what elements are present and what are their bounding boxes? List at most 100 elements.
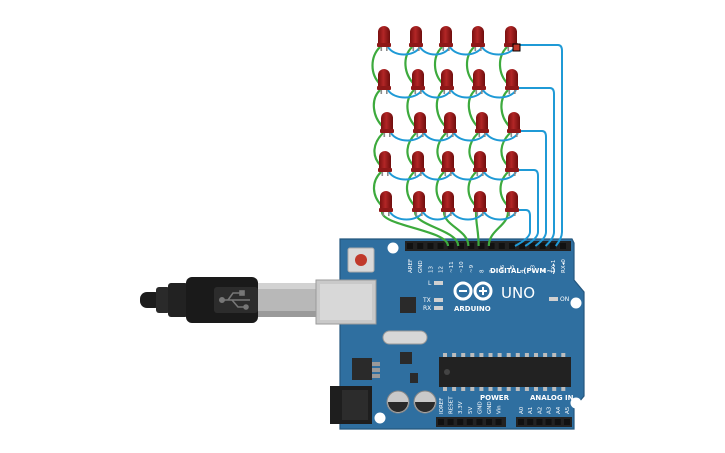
digital-pin-label: ~6	[500, 264, 506, 273]
wires	[371, 44, 563, 247]
red-led[interactable]	[377, 69, 391, 94]
model-label: UNO	[501, 284, 535, 302]
red-led[interactable]	[471, 26, 485, 51]
red-led[interactable]	[473, 151, 487, 176]
power-pin-socket[interactable]	[495, 419, 502, 425]
digital-pin-socket[interactable]	[417, 243, 424, 249]
red-led[interactable]	[441, 151, 455, 176]
analog-pin-socket[interactable]	[536, 419, 543, 425]
red-led[interactable]	[377, 26, 391, 51]
digital-pin-socket[interactable]	[539, 243, 546, 249]
digital-pin-socket[interactable]	[468, 243, 475, 249]
analog-pin-label: A1	[528, 407, 534, 414]
reset-button[interactable]	[347, 247, 375, 273]
digital-pin-label: TX▸1	[551, 260, 557, 274]
power-pin-label: Vin	[497, 405, 503, 414]
digital-pin-socket[interactable]	[478, 243, 485, 249]
analog-pin-socket[interactable]	[527, 419, 534, 425]
arduino-board[interactable]: L TX RX ON ARDUINO UNO DIGITAL (PWM~) PO…	[315, 238, 585, 430]
power-pin-socket[interactable]	[457, 419, 464, 425]
red-led[interactable]	[505, 151, 519, 176]
usb-cable[interactable]	[140, 277, 316, 323]
digital-pin-label: ~3	[530, 264, 536, 273]
power-pin-label: GND	[487, 401, 493, 414]
power-pin-socket[interactable]	[486, 419, 492, 425]
red-led[interactable]	[409, 26, 423, 51]
red-led[interactable]	[412, 191, 426, 216]
digital-pin-socket[interactable]	[437, 243, 444, 249]
digital-pin-socket[interactable]	[519, 243, 526, 249]
digital-pin-socket[interactable]	[458, 243, 464, 249]
red-led[interactable]	[473, 191, 487, 216]
red-led[interactable]	[440, 69, 454, 94]
power-pin-label: GND	[477, 401, 483, 414]
power-pin-socket[interactable]	[466, 419, 473, 425]
analog-header	[516, 417, 572, 427]
on-label: ON	[560, 296, 569, 303]
digital-header-label: DIGITAL (PWM~)	[490, 267, 555, 275]
power-pin-socket[interactable]	[447, 419, 454, 425]
led-l-label: L	[428, 280, 432, 287]
red-led[interactable]	[505, 69, 519, 94]
analog-pin-socket[interactable]	[564, 419, 570, 425]
power-pin-socket[interactable]	[438, 419, 444, 425]
red-led[interactable]	[441, 191, 455, 216]
red-led[interactable]	[380, 112, 394, 137]
red-led[interactable]	[443, 112, 457, 137]
power-pin-label: RESET	[449, 396, 455, 414]
digital-pin-socket[interactable]	[407, 243, 413, 249]
brand-label: ARDUINO	[454, 305, 491, 313]
power-pin-label: IOREF	[439, 398, 445, 414]
red-led[interactable]	[378, 151, 392, 176]
digital-pin-socket[interactable]	[498, 243, 505, 249]
analog-pin-label: A3	[547, 406, 553, 414]
analog-pin-socket[interactable]	[545, 419, 552, 425]
digital-pin-label: AREF	[408, 259, 414, 273]
red-led[interactable]	[505, 191, 519, 216]
digital-pin-socket[interactable]	[560, 243, 566, 249]
analog-pin-label: A2	[537, 407, 543, 414]
mounting-hole	[570, 397, 582, 409]
digital-pin-socket[interactable]	[549, 243, 556, 249]
analog-header-label: ANALOG IN	[530, 394, 574, 402]
analog-pin-label: A4	[556, 406, 562, 414]
digital-pin-label: RX◂0	[561, 259, 567, 273]
red-led[interactable]	[472, 69, 486, 94]
microcontroller-chip	[439, 357, 571, 387]
digital-pin-socket[interactable]	[427, 243, 434, 249]
red-led[interactable]	[413, 112, 427, 137]
digital-pin-label: 13	[428, 266, 434, 273]
analog-pin-socket[interactable]	[518, 419, 524, 425]
crystal	[382, 330, 428, 345]
led-matrix	[377, 26, 521, 216]
red-led[interactable]	[379, 191, 393, 216]
arduino-infinity-logo	[453, 281, 493, 301]
rx-label: RX	[423, 305, 431, 312]
red-led[interactable]	[507, 112, 521, 137]
analog-pin-label: A0	[519, 406, 525, 414]
tx-label: TX	[422, 297, 431, 304]
red-led[interactable]	[439, 26, 453, 51]
power-pin-label: 5V	[468, 407, 474, 414]
digital-pin-socket[interactable]	[488, 243, 495, 249]
digital-pin-label: GND	[418, 260, 424, 273]
red-led[interactable]	[411, 151, 425, 176]
red-led[interactable]	[475, 112, 489, 137]
digital-pin-label: ~10	[459, 261, 465, 273]
selection-handle[interactable]	[512, 43, 521, 52]
analog-pin-socket[interactable]	[554, 419, 561, 425]
digital-pin-label: ~11	[449, 261, 455, 273]
digital-pin-label: ~5	[510, 264, 516, 273]
capacitor	[413, 390, 437, 414]
digital-pin-socket[interactable]	[529, 243, 536, 249]
usb-symbol-icon	[219, 290, 250, 310]
digital-pin-label: 12	[439, 266, 445, 273]
digital-pin-label: ~9	[469, 264, 475, 273]
mounting-hole	[570, 297, 582, 309]
digital-pin-socket[interactable]	[509, 243, 515, 249]
red-led[interactable]	[411, 69, 425, 94]
power-pin-label: 3.3V	[458, 401, 464, 414]
digital-pin-socket[interactable]	[447, 243, 454, 249]
mounting-hole	[387, 242, 399, 254]
power-pin-socket[interactable]	[476, 419, 483, 425]
